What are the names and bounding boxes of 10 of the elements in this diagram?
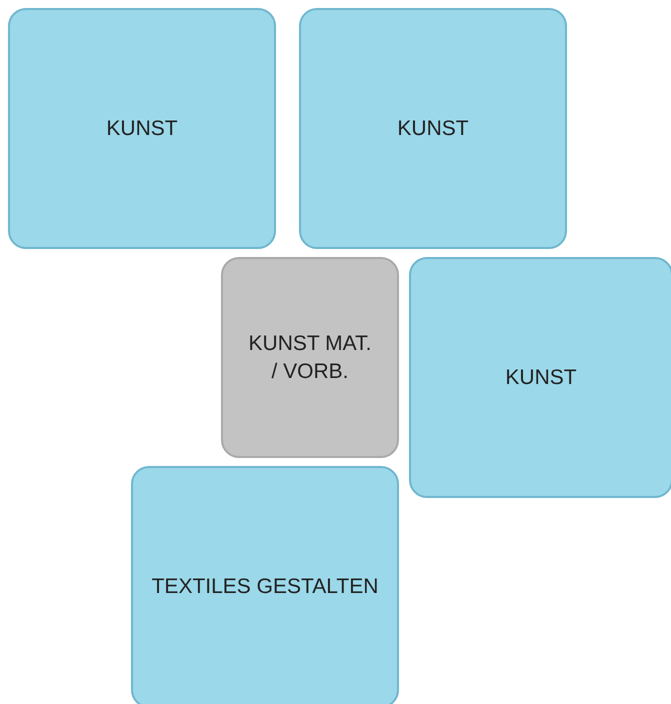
- room-label: KUNST MAT. / VORB.: [248, 331, 372, 384]
- room-box: [299, 8, 567, 249]
- room-label: TEXTILES GESTALTEN: [152, 574, 378, 600]
- room-label: KUNST: [505, 364, 577, 391]
- room-box: [131, 466, 399, 704]
- room-box: [8, 8, 276, 249]
- room-box: [409, 257, 671, 498]
- room-label: KUNST: [106, 116, 178, 142]
- room-label: KUNST: [397, 116, 469, 142]
- storage-room-box: [221, 257, 399, 458]
